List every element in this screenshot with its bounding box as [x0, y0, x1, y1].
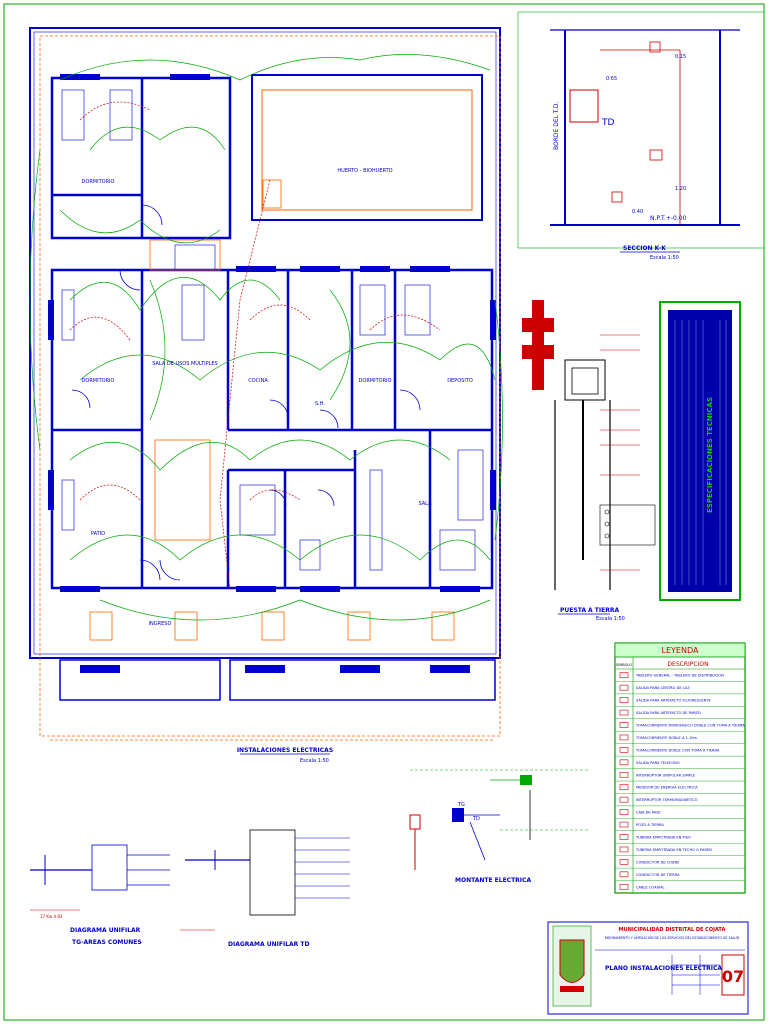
section-title: SECCION K-K — [623, 245, 666, 252]
legend-symbol-icon — [619, 821, 629, 828]
montante-diagram: TG TD MONTANTE ELECTRICA — [409, 769, 590, 884]
room-label: DORMITORIO — [82, 378, 115, 384]
legend-row-label: TABLERO GENERAL - TABLERO DE DISTRIBUCIO… — [635, 674, 724, 678]
td-label: TD — [601, 118, 614, 128]
section-scale: Escala 1:50 — [650, 255, 679, 261]
td-label-montante: TD — [472, 816, 480, 822]
sheet-title: PLANO INSTALACIONES ELECTRICAS — [605, 965, 726, 972]
legend-col-desc: DESCRIPCION — [667, 661, 708, 668]
legend-symbol-icon — [619, 771, 629, 778]
legend-row-label: TOMACORRIENTE MONOFASICO DOBLE CON TOMA … — [635, 724, 745, 728]
legend-row-label: INTERRUPTOR TERMOMAGNETICO — [636, 798, 698, 802]
legend-symbol-icon — [619, 709, 629, 716]
legend-row-label: CONDUCTOR DE TIERRA — [636, 873, 680, 877]
dim-1: 0.15 — [675, 54, 686, 60]
tg-ref-label: 17 Kw 4.63 — [40, 914, 63, 919]
municipal-crest — [559, 939, 585, 983]
room-label: COCINA — [248, 378, 268, 384]
room-label: DORMITORIO — [359, 378, 392, 384]
section-kk: TD 0.15 0.65 1.20 0.40 N.P.T.+-0.00 BORD… — [517, 11, 765, 261]
ground-title: PUESTA A TIERRA — [560, 607, 619, 614]
ground-detail: PUESTA A TIERRA Escala 1:50 — [522, 300, 656, 622]
legend-symbol-icon — [619, 759, 629, 766]
dim-4: 0.40 — [632, 209, 643, 215]
legend-symbol-icon — [619, 684, 629, 691]
legend-symbol-icon — [619, 859, 629, 865]
legend-row-label: SALIDA PARA ARTEFACTO FLUORESCENTE — [636, 699, 712, 703]
section-side-label: BORDE DEL T.D. — [553, 102, 560, 150]
legend-title: LEYENDA — [662, 646, 699, 655]
room-label: DORMITORIO — [82, 179, 115, 185]
ground-scale: Escala 1:50 — [596, 616, 625, 622]
legend-symbol-icon — [619, 871, 629, 878]
plan-title: INSTALACIONES ELECTRICAS — [237, 747, 333, 754]
unifilar-tg-title: DIAGRAMA UNIFILAR — [70, 927, 141, 934]
legend-symbol-icon — [619, 784, 629, 791]
sheet-border — [3, 3, 765, 1021]
unifilar-td: DIAGRAMA UNIFILAR TD — [180, 829, 350, 948]
municipality-name: MUNICIPALIDAD DISTRITAL DE COJATA — [619, 927, 726, 933]
legend-row-label: CABLE COAXIAL — [636, 885, 665, 889]
unifilar-td-title: DIAGRAMA UNIFILAR TD — [228, 941, 309, 948]
legend-symbol-icon — [619, 796, 629, 803]
specs-title: ESPECIFICACIONES TECNICAS — [706, 397, 714, 513]
legend-row-label: SALIDA PARA TELEFONO — [636, 761, 680, 765]
room-label: INGRESO — [149, 621, 172, 627]
legend-symbol-icon — [619, 697, 629, 703]
legend-symbol-icon — [619, 722, 629, 728]
legend-table: LEYENDA SIMBOLO DESCRIPCION TABLERO GENE… — [614, 642, 746, 894]
room-label: SALA — [418, 501, 432, 507]
legend-symbol-icon — [619, 883, 629, 890]
legend-symbol-icon — [619, 672, 629, 679]
legend-row-label: MEDIDOR DE ENERGIA ELECTRICA — [636, 786, 698, 790]
room-label: DEPOSITO — [447, 378, 473, 384]
montante-title: MONTANTE ELECTRICA — [455, 877, 531, 884]
legend-row-label: SALIDA PARA CENTRO DE LUZ — [636, 686, 690, 690]
legend-row-label: TOMACORRIENTE DOBLE CON TOMA A TIERRA — [635, 748, 720, 752]
legend-symbol-icon — [619, 846, 629, 853]
sheet-number: 07 — [722, 967, 744, 986]
dim-3: 1.20 — [675, 186, 686, 192]
plan-scale: Escala 1:50 — [300, 758, 329, 764]
legend-row-label: INTERRUPTOR UNIPOLAR SIMPLE — [636, 773, 696, 777]
room-label: SALA DE USOS MULTIPLES — [152, 361, 217, 367]
legend-symbol-icon — [619, 834, 629, 840]
unifilar-tg-subtitle: TG-AREAS COMUNES — [72, 939, 142, 946]
npt-label: N.P.T.+-0.00 — [650, 215, 687, 222]
project-name: MEJORAMIENTO Y AMPLIACION DE LOS SERVICI… — [605, 936, 740, 940]
legend-symbol-icon — [619, 809, 629, 815]
title-block: MUNICIPALIDAD DISTRITAL DE COJATA MEJORA… — [547, 921, 749, 1015]
legend-symbol-icon — [619, 734, 629, 741]
dim-2: 0.65 — [606, 76, 617, 82]
specs-panel: ESPECIFICACIONES TECNICAS — [659, 301, 741, 601]
legend-row-label: CAJA DE PASE — [636, 811, 661, 815]
room-label: S.H. — [315, 401, 325, 407]
legend-row-label: CONDUCTOR DE COBRE — [636, 860, 680, 864]
legend-row-label: POZO A TIERRA — [636, 823, 664, 827]
tg-label: TG — [457, 802, 465, 808]
legend-row-label: TOMACORRIENTE DOBLE A 1.10m — [635, 736, 698, 740]
legend-row-label: TUBERIA EMPOTRADA EN TECHO O PARED — [635, 848, 712, 852]
floor-plan: HUERTO - BIOHUERTO — [29, 27, 503, 764]
room-label: PATIO — [91, 531, 105, 537]
legend-row-label: TUBERIA EMPOTRADA EN PISO — [635, 836, 691, 840]
legend-symbol-icon — [619, 747, 629, 753]
unifilar-tg: 17 Kw 4.63 DIAGRAMA UNIFILAR TG-AREAS CO… — [30, 844, 170, 946]
legend-row-label: SALIDA PARA ARTEFACTO DE PARED — [636, 711, 701, 715]
legend-col-symbol: SIMBOLO — [616, 663, 632, 667]
pool-label: HUERTO - BIOHUERTO — [337, 168, 392, 174]
